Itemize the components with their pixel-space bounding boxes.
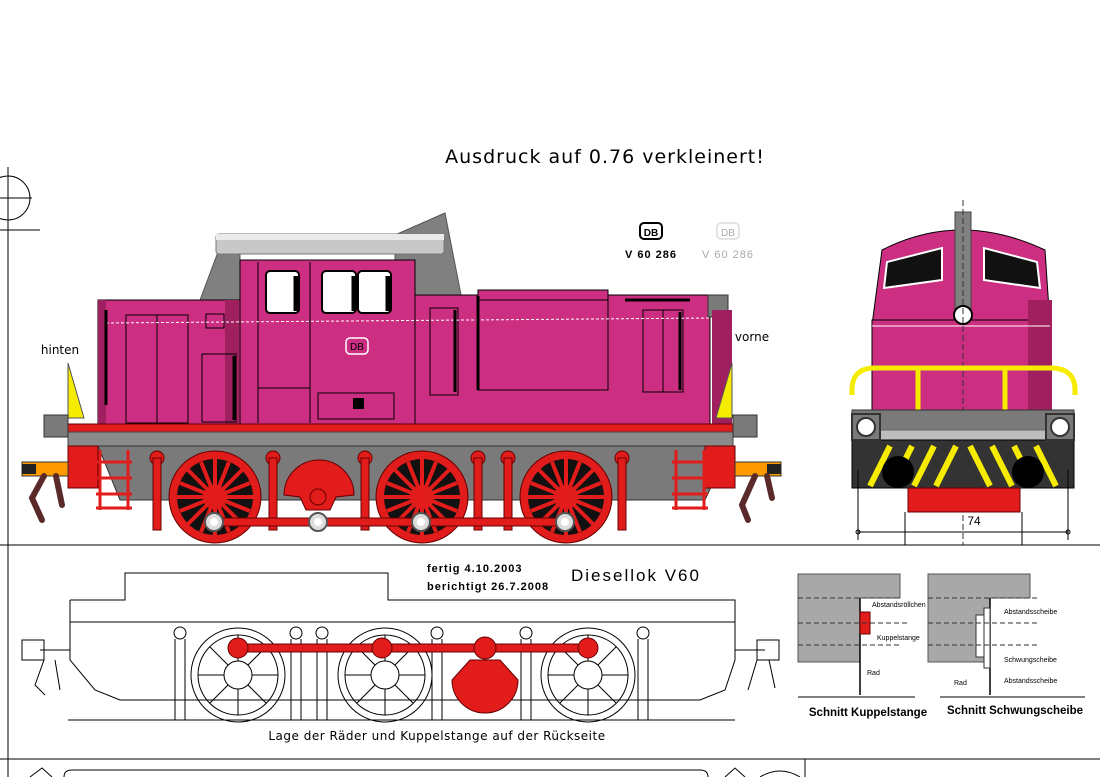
label-rear: hinten (41, 343, 79, 357)
next-sheet-edge (29, 767, 801, 777)
db-emblem-ghost-logo: DB (721, 228, 735, 239)
side-view: hinten vorne (21, 212, 782, 544)
db-emblem-ghost: DB V 60 286 (702, 222, 754, 261)
label-spacer-roller: Abstandsröllchen (872, 602, 926, 609)
registration-mark-icon (0, 175, 40, 231)
front-view: 74 (849, 200, 1078, 545)
db-emblem: DB V 60 286 (625, 222, 677, 261)
label-coupling-rod: Kuppelstange (877, 635, 920, 642)
rear-side-view: Lage der Räder und Kuppelstange auf der … (21, 572, 780, 743)
section-coupling-rod: Abstandsröllchen Kuppelstange Rad Schnit… (797, 573, 927, 719)
loco-number: V 60 286 (625, 249, 677, 261)
label-spacer-disc-top: Abstandsscheibe (1004, 609, 1057, 616)
section-flywheel-title: Schnitt Schwungscheibe (947, 705, 1083, 717)
body-db-logo: DB (350, 342, 364, 353)
finished-date: fertig 4.10.2003 (427, 563, 523, 575)
db-emblem-logo: DB (644, 228, 658, 239)
gauge-dimension: 74 (967, 514, 981, 528)
loco-number-ghost: V 60 286 (702, 249, 754, 261)
coupling-rod (204, 512, 575, 532)
label-spacer-disc-bottom: Abstandsscheibe (1004, 678, 1057, 685)
section-coupling-title: Schnitt Kuppelstange (809, 707, 927, 719)
label-wheel: Rad (867, 670, 880, 677)
section-flywheel: Abstandsscheibe Schwungscheibe Abstandss… (927, 573, 1085, 717)
jackshaft-crank (283, 459, 355, 511)
corrected-date: berichtigt 26.7.2008 (427, 581, 549, 593)
label-flywheel: Schwungscheibe (1004, 657, 1057, 664)
rear-view-caption: Lage der Räder und Kuppelstange auf der … (268, 729, 605, 743)
label-flywheel-wheel: Rad (954, 680, 967, 687)
drawing-title: Diesellok V60 (571, 566, 701, 585)
print-scale-note: Ausdruck auf 0.76 verkleinert! (445, 146, 765, 168)
label-front: vorne (735, 330, 769, 344)
drawing-info: fertig 4.10.2003 berichtigt 26.7.2008 Di… (427, 563, 701, 593)
